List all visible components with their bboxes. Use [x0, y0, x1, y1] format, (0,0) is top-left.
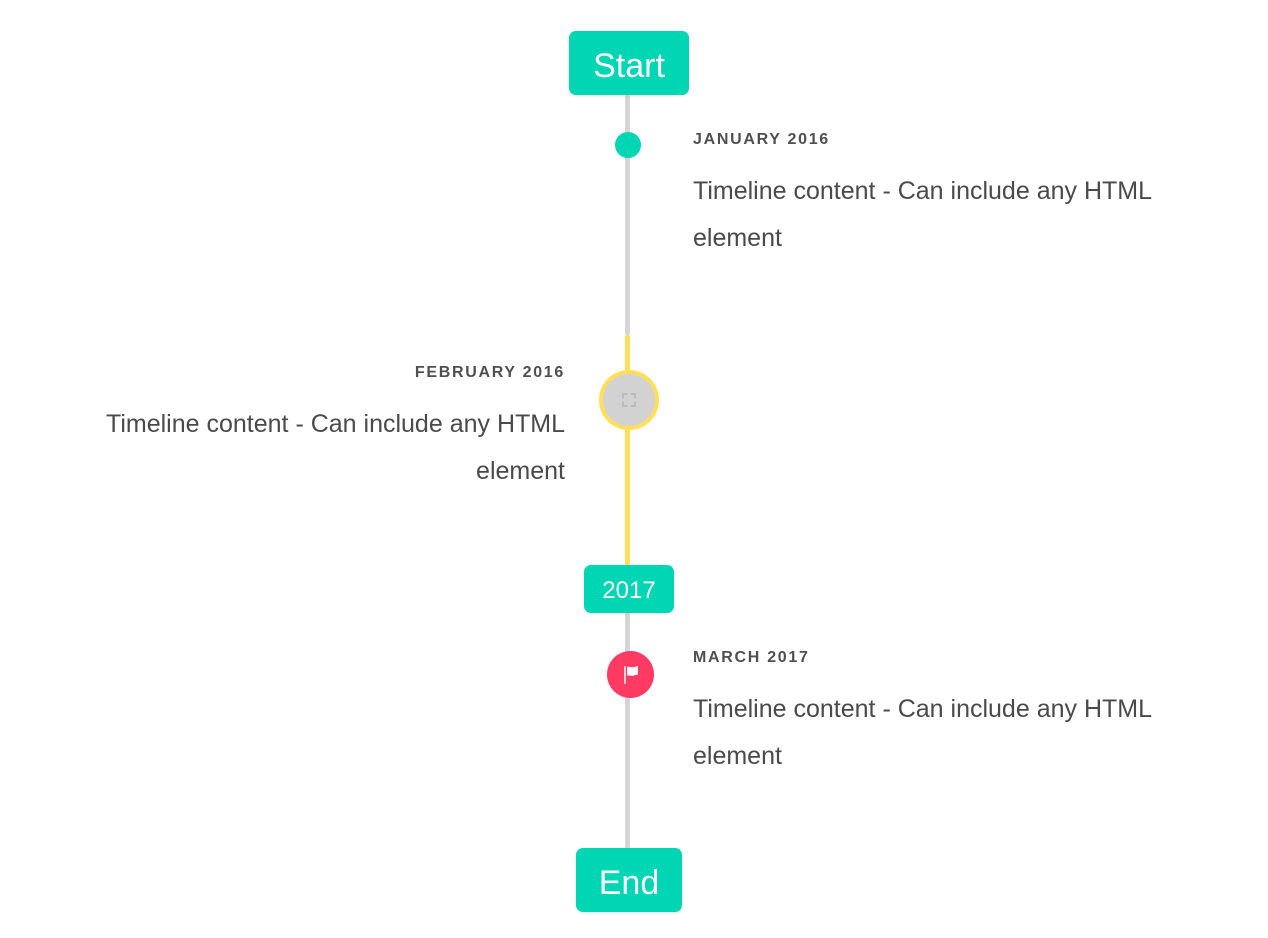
timeline-axis-segment-highlight	[625, 335, 630, 565]
timeline-entry-body: Timeline content - Can include any HTML …	[693, 176, 1152, 253]
timeline-end-badge[interactable]: End	[576, 848, 682, 912]
timeline-axis-segment-gray-lower	[625, 613, 630, 856]
timeline-entry-march: MARCH 2017 Timeline content - Can includ…	[693, 649, 1223, 781]
timeline-marker-dot-icon[interactable]	[615, 132, 641, 158]
timeline-start-badge[interactable]: Start	[569, 31, 689, 95]
timeline-entry-february: FEBRUARY 2016 Timeline content - Can inc…	[40, 364, 565, 496]
timeline-marker-flag-icon[interactable]	[607, 651, 654, 698]
flag-icon	[623, 665, 638, 684]
timeline-entry-date: FEBRUARY 2016	[414, 364, 565, 381]
timeline-year-divider-badge[interactable]: 2017	[584, 565, 674, 613]
broken-image-icon	[622, 393, 636, 407]
timeline-marker-broken-image-icon[interactable]	[599, 370, 659, 430]
timeline-entry-body: Timeline content - Can include any HTML …	[693, 694, 1152, 771]
timeline-axis-segment-gray-upper	[625, 95, 630, 335]
timeline-entry-date: JANUARY 2016	[693, 131, 830, 148]
timeline-entry-january: JANUARY 2016 Timeline content - Can incl…	[693, 131, 1223, 263]
timeline-entry-body: Timeline content - Can include any HTML …	[106, 409, 565, 486]
timeline-entry-date: MARCH 2017	[693, 649, 810, 666]
